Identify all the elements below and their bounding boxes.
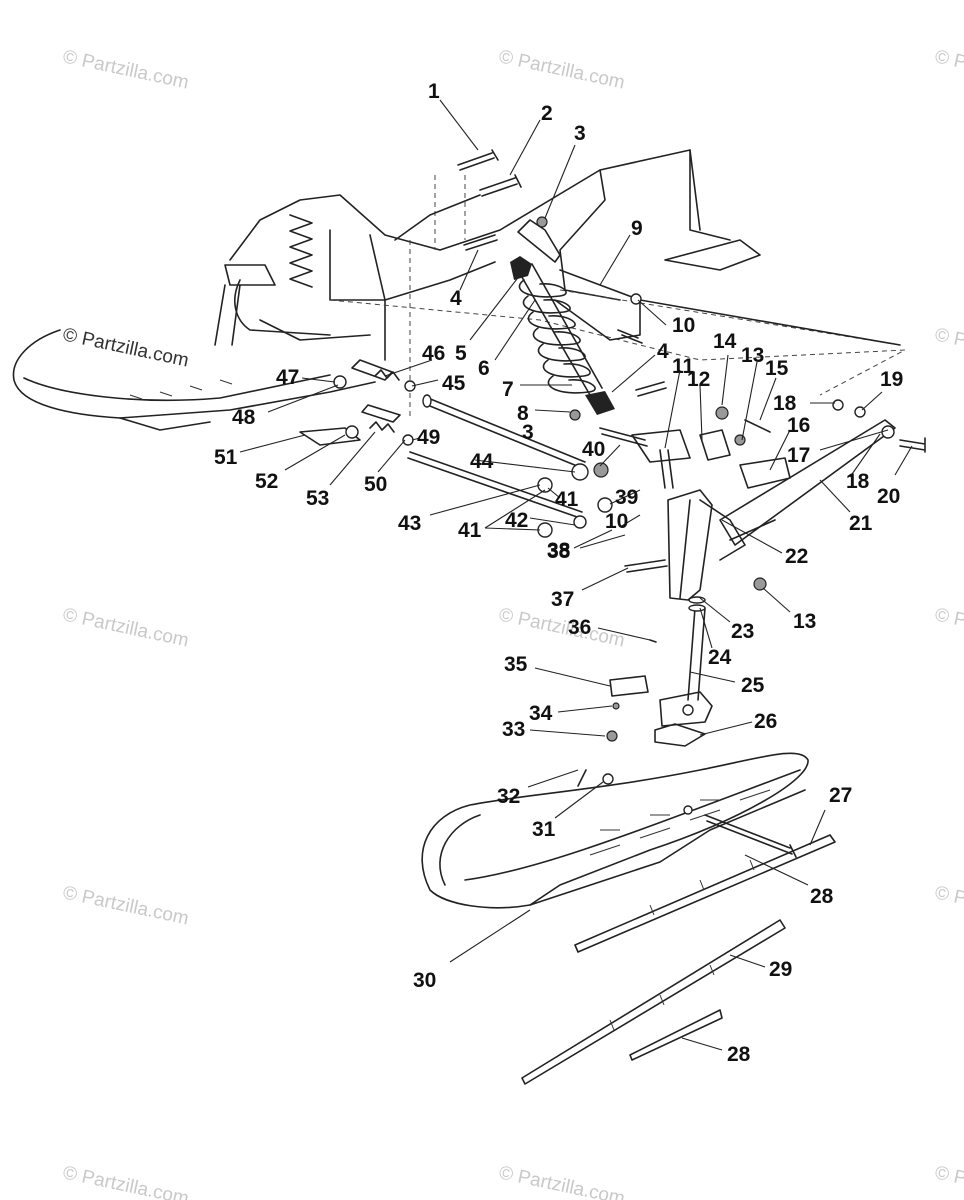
callout-label: 25 — [741, 674, 765, 697]
callout-label: 5 — [455, 342, 467, 365]
callout-label: 49 — [417, 426, 440, 449]
left-brackets — [299, 359, 401, 446]
watermark: © Partzilla.com — [933, 324, 964, 371]
callout-label: 16 — [787, 414, 810, 437]
steering-arm — [631, 406, 791, 561]
callout-label: 7 — [502, 378, 514, 401]
callout-label: 18 — [846, 470, 870, 493]
callout-label: 28 — [810, 885, 834, 908]
leader-lines — [239, 99, 913, 1051]
watermark: © Partzilla.com — [61, 46, 191, 93]
watermark: © Partzilla.com — [497, 46, 627, 93]
callout-label: 43 — [398, 512, 421, 535]
callout-label: 23 — [731, 620, 754, 643]
watermark: © Partzilla.com — [61, 882, 191, 929]
callout-label: 33 — [502, 718, 525, 741]
callout-label: 19 — [880, 368, 903, 391]
callout-label: 6 — [478, 357, 490, 380]
watermark: © Partzilla.com — [933, 46, 964, 93]
callout-label: 11 — [672, 355, 695, 378]
top-bolts — [394, 149, 548, 251]
cross-shafts — [402, 380, 613, 538]
callout-label: 13 — [741, 344, 764, 367]
callout-label: 48 — [232, 406, 256, 429]
lower-control-arm — [719, 399, 926, 546]
chassis-frame — [12, 149, 906, 431]
callout-labels: 1 2 3 4 5 6 7 8 3 9 10 4 11 12 14 13 15 … — [214, 80, 903, 1066]
callout-label: 24 — [708, 646, 732, 669]
watermark: © Partzilla.com — [497, 1162, 627, 1200]
callout-label: 41 — [555, 488, 579, 511]
callout-label: 20 — [877, 485, 900, 508]
callout-label: 27 — [829, 784, 852, 807]
callout-label: 2 — [541, 102, 553, 125]
spindle — [606, 489, 767, 747]
callout-label: 30 — [413, 969, 436, 992]
callout-label: 41 — [458, 519, 482, 542]
callout-label: 8 — [517, 402, 529, 425]
callout-label: 36 — [568, 616, 591, 639]
callout-label: 18 — [773, 392, 797, 415]
watermark: © Partzilla.com — [61, 1162, 191, 1200]
callout-label: 31 — [532, 818, 556, 841]
shock-absorber — [510, 219, 615, 421]
callout-label: 10 — [672, 314, 695, 337]
callout-label: 34 — [529, 702, 553, 725]
callout-label: 14 — [713, 330, 737, 353]
callout-label: 4 — [657, 340, 669, 363]
callout-label: 9 — [631, 217, 643, 240]
callout-label: 37 — [551, 588, 574, 611]
upper-linkage — [554, 269, 901, 447]
callout-label: 4 — [450, 287, 462, 310]
callout-label: 38 — [547, 540, 571, 563]
callout-label: 53 — [306, 487, 329, 510]
callout-label: 13 — [793, 610, 816, 633]
watermark: © Partzilla.com — [497, 604, 627, 651]
watermark: © Partzilla.com — [933, 882, 964, 929]
callout-label: 47 — [276, 366, 299, 389]
callout-label: 21 — [849, 512, 873, 535]
callout-label: 15 — [765, 357, 789, 380]
callout-label: 50 — [364, 473, 387, 496]
callout-label: 22 — [785, 545, 808, 568]
callout-label: 40 — [582, 438, 605, 461]
watermark: © Partzilla.com — [61, 604, 191, 651]
callout-label: 42 — [505, 509, 528, 532]
ski — [421, 752, 809, 909]
callout-label: 44 — [470, 450, 494, 473]
callout-label: 3 — [574, 122, 586, 145]
watermark-layer: © Partzilla.com © Partzilla.com © Partzi… — [61, 46, 964, 1200]
wear-bars — [521, 834, 836, 1085]
callout-label: 12 — [687, 368, 710, 391]
callout-label: 46 — [422, 342, 445, 365]
callout-label: 45 — [442, 372, 466, 395]
callout-label: 29 — [769, 958, 792, 981]
callout-label: 3 — [522, 421, 534, 444]
callout-label: 38 — [547, 539, 571, 562]
callout-label: 26 — [754, 710, 777, 733]
callout-label: 39 — [615, 486, 638, 509]
callout-label: 28 — [727, 1043, 751, 1066]
callout-label: 32 — [497, 785, 520, 808]
watermark: © Partzilla.com — [933, 604, 964, 651]
watermark: © Partzilla.com — [933, 1162, 964, 1200]
callout-label: 52 — [255, 470, 278, 493]
callout-label: 51 — [214, 446, 238, 469]
callout-label: 17 — [787, 444, 810, 467]
callout-label: 35 — [504, 653, 528, 676]
watermark: © Partzilla.com — [61, 324, 191, 371]
callout-label: 1 — [428, 80, 440, 103]
callout-label: 10 — [605, 510, 628, 533]
